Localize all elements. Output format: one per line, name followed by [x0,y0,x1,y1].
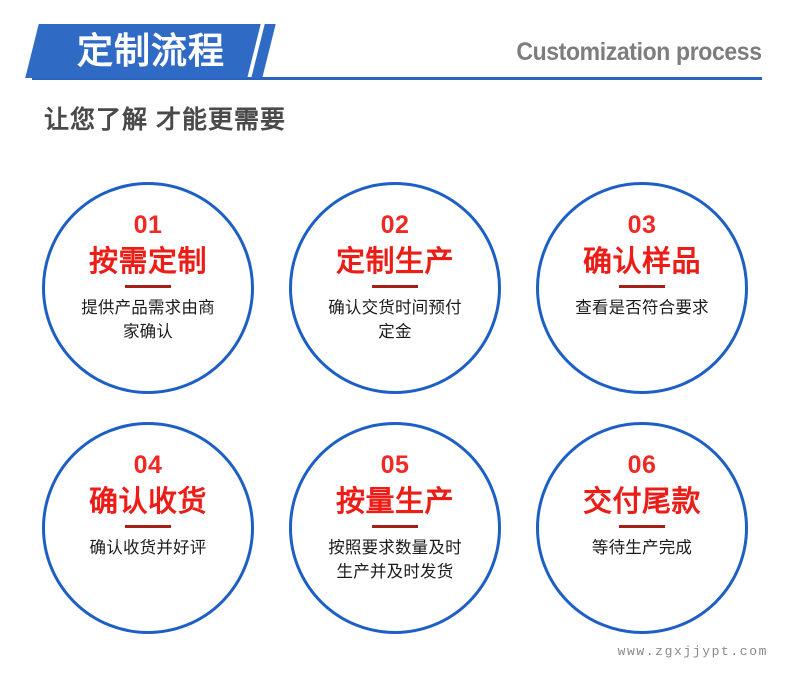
step-title: 交付尾款 [582,486,701,518]
step-divider [372,285,418,289]
steps-row-bottom: 04 确认收货 确认收货并好评 05 按量生产 按照要求数量及时生产并及时发货 … [0,422,790,637]
step-card-05: 05 按量生产 按照要求数量及时生产并及时发货 [289,422,501,634]
step-card-04: 04 确认收货 确认收货并好评 [42,422,254,634]
step-title: 定制生产 [335,246,454,278]
step-description: 确认收货并好评 [89,539,207,558]
step-divider [619,285,665,289]
step-number: 01 [133,211,163,239]
step-title: 按量生产 [335,486,454,518]
header-underline [32,77,762,80]
step-description: 提供产品需求由商家确认 [81,299,215,341]
step-card-02: 02 定制生产 确认交货时间预付定金 [289,182,501,394]
step-title: 按需定制 [88,246,207,278]
site-watermark: www.zgxjjypt.com [617,644,768,659]
step-title: 确认样品 [582,246,701,278]
step-divider [125,285,171,289]
step-description: 按照要求数量及时生产并及时发货 [328,539,462,581]
step-description: 等待生产完成 [591,539,693,558]
step-card-03: 03 确认样品 查看是否符合要求 [536,182,748,394]
step-card-01: 01 按需定制 提供产品需求由商家确认 [42,182,254,394]
step-card-06: 06 交付尾款 等待生产完成 [536,422,748,634]
step-number: 06 [627,451,657,479]
step-number: 04 [133,451,163,479]
page-header: 定制流程 Customization process [0,0,790,90]
step-divider [619,525,665,529]
step-number: 03 [627,211,657,239]
step-title: 确认收货 [88,486,207,518]
step-number: 02 [380,211,410,239]
step-divider [125,525,171,529]
header-english-title: Customization process [516,38,763,66]
step-divider [372,525,418,529]
banner-title: 定制流程 [76,30,225,71]
process-steps-grid: 01 按需定制 提供产品需求由商家确认 02 定制生产 确认交货时间预付定金 0… [0,175,790,645]
step-number: 05 [380,451,410,479]
step-description: 确认交货时间预付定金 [328,299,462,341]
steps-row-top: 01 按需定制 提供产品需求由商家确认 02 定制生产 确认交货时间预付定金 0… [0,182,790,397]
page-subtitle: 让您了解 才能更需要 [44,106,286,134]
step-description: 查看是否符合要求 [575,299,709,318]
